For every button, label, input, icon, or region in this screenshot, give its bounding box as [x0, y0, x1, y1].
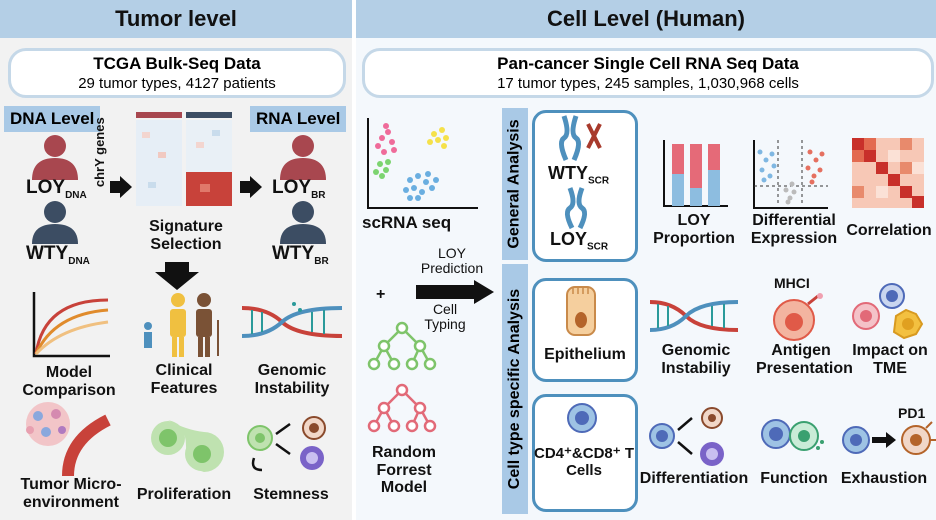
scrna-seq-label: scRNA seq — [362, 213, 452, 232]
random-forest-label: Random Forrest Model — [372, 444, 436, 497]
clinical-features-label: Clinical Features — [150, 362, 218, 397]
genomic-instabiliy-label: Genomic Instabiliy — [661, 342, 731, 377]
tme-vessel-icon — [26, 402, 111, 477]
pd1-label: PD1 — [898, 405, 926, 421]
loy-prediction-label: LOY Prediction — [420, 245, 484, 277]
stemness-label: Stemness — [253, 486, 329, 503]
wty-br-person-icon — [280, 201, 326, 244]
tcga-subtitle: 29 tumor types, 4127 patients — [78, 75, 276, 92]
general-analysis-bar: General Analysis — [502, 108, 528, 260]
wty-scr-label: WTYSCR — [548, 163, 610, 187]
loy-dna-person-icon — [32, 135, 78, 180]
proliferation-label: Proliferation — [136, 486, 232, 503]
proliferation-cell-icon — [151, 420, 224, 472]
function-label: Function — [760, 470, 828, 487]
scrna-umap-plot — [367, 118, 478, 209]
scrna-box-title: Pan-cancer Single Cell RNA Seq Data — [497, 54, 799, 73]
wty-dna-person-icon — [32, 201, 78, 244]
antigen-presentation-label: Antigen Presentation — [756, 342, 853, 377]
dna-level-tag: DNA Level — [4, 106, 101, 132]
genomic-instability-label: Genomic Instability — [254, 362, 330, 397]
loy-proportion-label: LOY Proportion — [653, 212, 735, 247]
stemness-cells-icon — [247, 416, 326, 472]
loy-br-label: LOYBR — [272, 177, 326, 201]
exhaustion-cells-icon — [842, 421, 936, 455]
tumor-level-title: Tumor level — [115, 6, 237, 31]
plus-sign: + — [376, 286, 386, 303]
tcga-title: TCGA Bulk-Seq Data — [93, 54, 261, 73]
wty-br-label: WTYBR — [272, 243, 329, 267]
tcell-icon — [567, 403, 597, 433]
epithelium-label: Epithelium — [544, 346, 626, 363]
chromosome-icon-2 — [564, 187, 588, 230]
arrow-right-icon — [240, 176, 262, 198]
dna-helix-icon — [241, 302, 343, 338]
exhaustion-label: Exhaustion — [840, 470, 928, 487]
correlation-heatmap — [852, 138, 924, 208]
differential-expression-label: Differential Expression — [750, 212, 838, 247]
cell-level-header: Cell Level (Human) — [356, 0, 936, 38]
loy-br-person-icon — [280, 135, 326, 180]
signature-selection-label: Signature Selection — [149, 218, 223, 253]
differentiation-label: Differentiation — [639, 470, 749, 487]
big-arrow-right-icon — [416, 280, 494, 304]
model-curve-icon — [32, 292, 110, 358]
cell-type-analysis-bar: Cell type specific Analysis — [502, 264, 528, 514]
arrow-down-icon — [155, 262, 199, 290]
tumor-level-header: Tumor level — [0, 0, 352, 38]
rna-level-tag: RNA Level — [250, 106, 347, 132]
tme-label: Tumor Micro-environment — [20, 476, 122, 511]
chromosome-icon — [558, 115, 602, 162]
random-forest-trees-icon — [367, 321, 437, 433]
clinical-people-icon — [144, 293, 219, 357]
cell-typing-label: Cell Typing — [424, 301, 466, 333]
signature-heatmap — [136, 112, 232, 206]
impact-on-tme-label: Impact on TME — [852, 342, 928, 377]
loy-proportion-bars — [663, 140, 728, 207]
loy-dna-label: LOYDNA — [26, 177, 87, 201]
wty-dna-label: WTYDNA — [26, 243, 90, 267]
scrna-box-subtitle: 17 tumor types, 245 samples, 1,030,968 c… — [497, 75, 799, 92]
tme-cells-icon — [852, 283, 924, 340]
arrow-right-icon-2 — [110, 176, 132, 198]
differentiation-cells-icon — [649, 407, 724, 466]
cell-level-title: Cell Level (Human) — [546, 6, 746, 31]
tcells-label: CD4⁺&CD8⁺ T Cells — [534, 445, 635, 479]
function-cells-icon — [761, 419, 824, 451]
correlation-label: Correlation — [846, 222, 932, 239]
epithelial-cell-icon — [566, 286, 596, 336]
scrna-box: Pan-cancer Single Cell RNA Seq Data 17 t… — [362, 48, 934, 98]
mhci-label: MHCI — [774, 275, 810, 291]
model-comparison-label: Model Comparison — [22, 364, 116, 399]
antigen-cell-icon — [773, 293, 823, 341]
chromosome-card — [532, 110, 638, 262]
volcano-plot — [753, 140, 828, 209]
loy-scr-label: LOYSCR — [550, 229, 609, 253]
dna-helix-icon-2 — [649, 300, 739, 332]
tcga-box: TCGA Bulk-Seq Data 29 tumor types, 4127 … — [8, 48, 346, 98]
